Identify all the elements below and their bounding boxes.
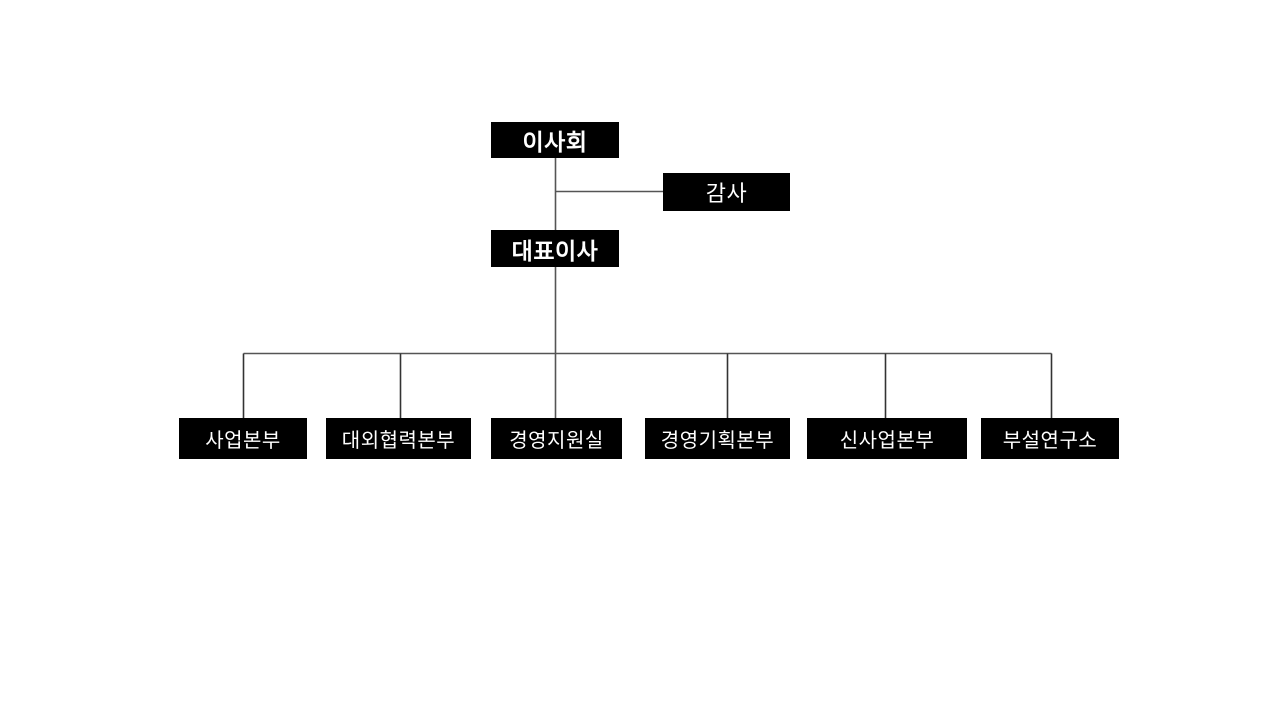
org-node-label: 경영기획본부 xyxy=(660,430,775,452)
org-node-department-new-business[interactable]: 신사업본부 xyxy=(807,418,967,459)
org-node-label: 대표이사 xyxy=(511,237,599,264)
org-node-department-external-cooperation[interactable]: 대외협력본부 xyxy=(326,418,471,459)
org-node-department-management-support[interactable]: 경영지원실 xyxy=(491,418,622,459)
org-node-department-business-division[interactable]: 사업본부 xyxy=(179,418,307,459)
org-node-label: 이사회 xyxy=(522,129,588,155)
org-node-department-research-institute[interactable]: 부설연구소 xyxy=(981,418,1119,459)
org-node-department-management-planning[interactable]: 경영기획본부 xyxy=(645,418,790,459)
org-node-ceo[interactable]: 대표이사 xyxy=(491,230,619,267)
org-node-board-of-directors[interactable]: 이사회 xyxy=(491,122,619,158)
org-node-auditor[interactable]: 감사 xyxy=(663,173,790,211)
org-node-label: 경영지원실 xyxy=(509,430,604,452)
org-node-label: 신사업본부 xyxy=(839,430,935,452)
org-node-label: 사업본부 xyxy=(205,430,281,452)
org-node-label: 감사 xyxy=(705,181,748,206)
org-node-label: 대외협력본부 xyxy=(341,430,456,452)
org-node-label: 부설연구소 xyxy=(1002,430,1098,452)
